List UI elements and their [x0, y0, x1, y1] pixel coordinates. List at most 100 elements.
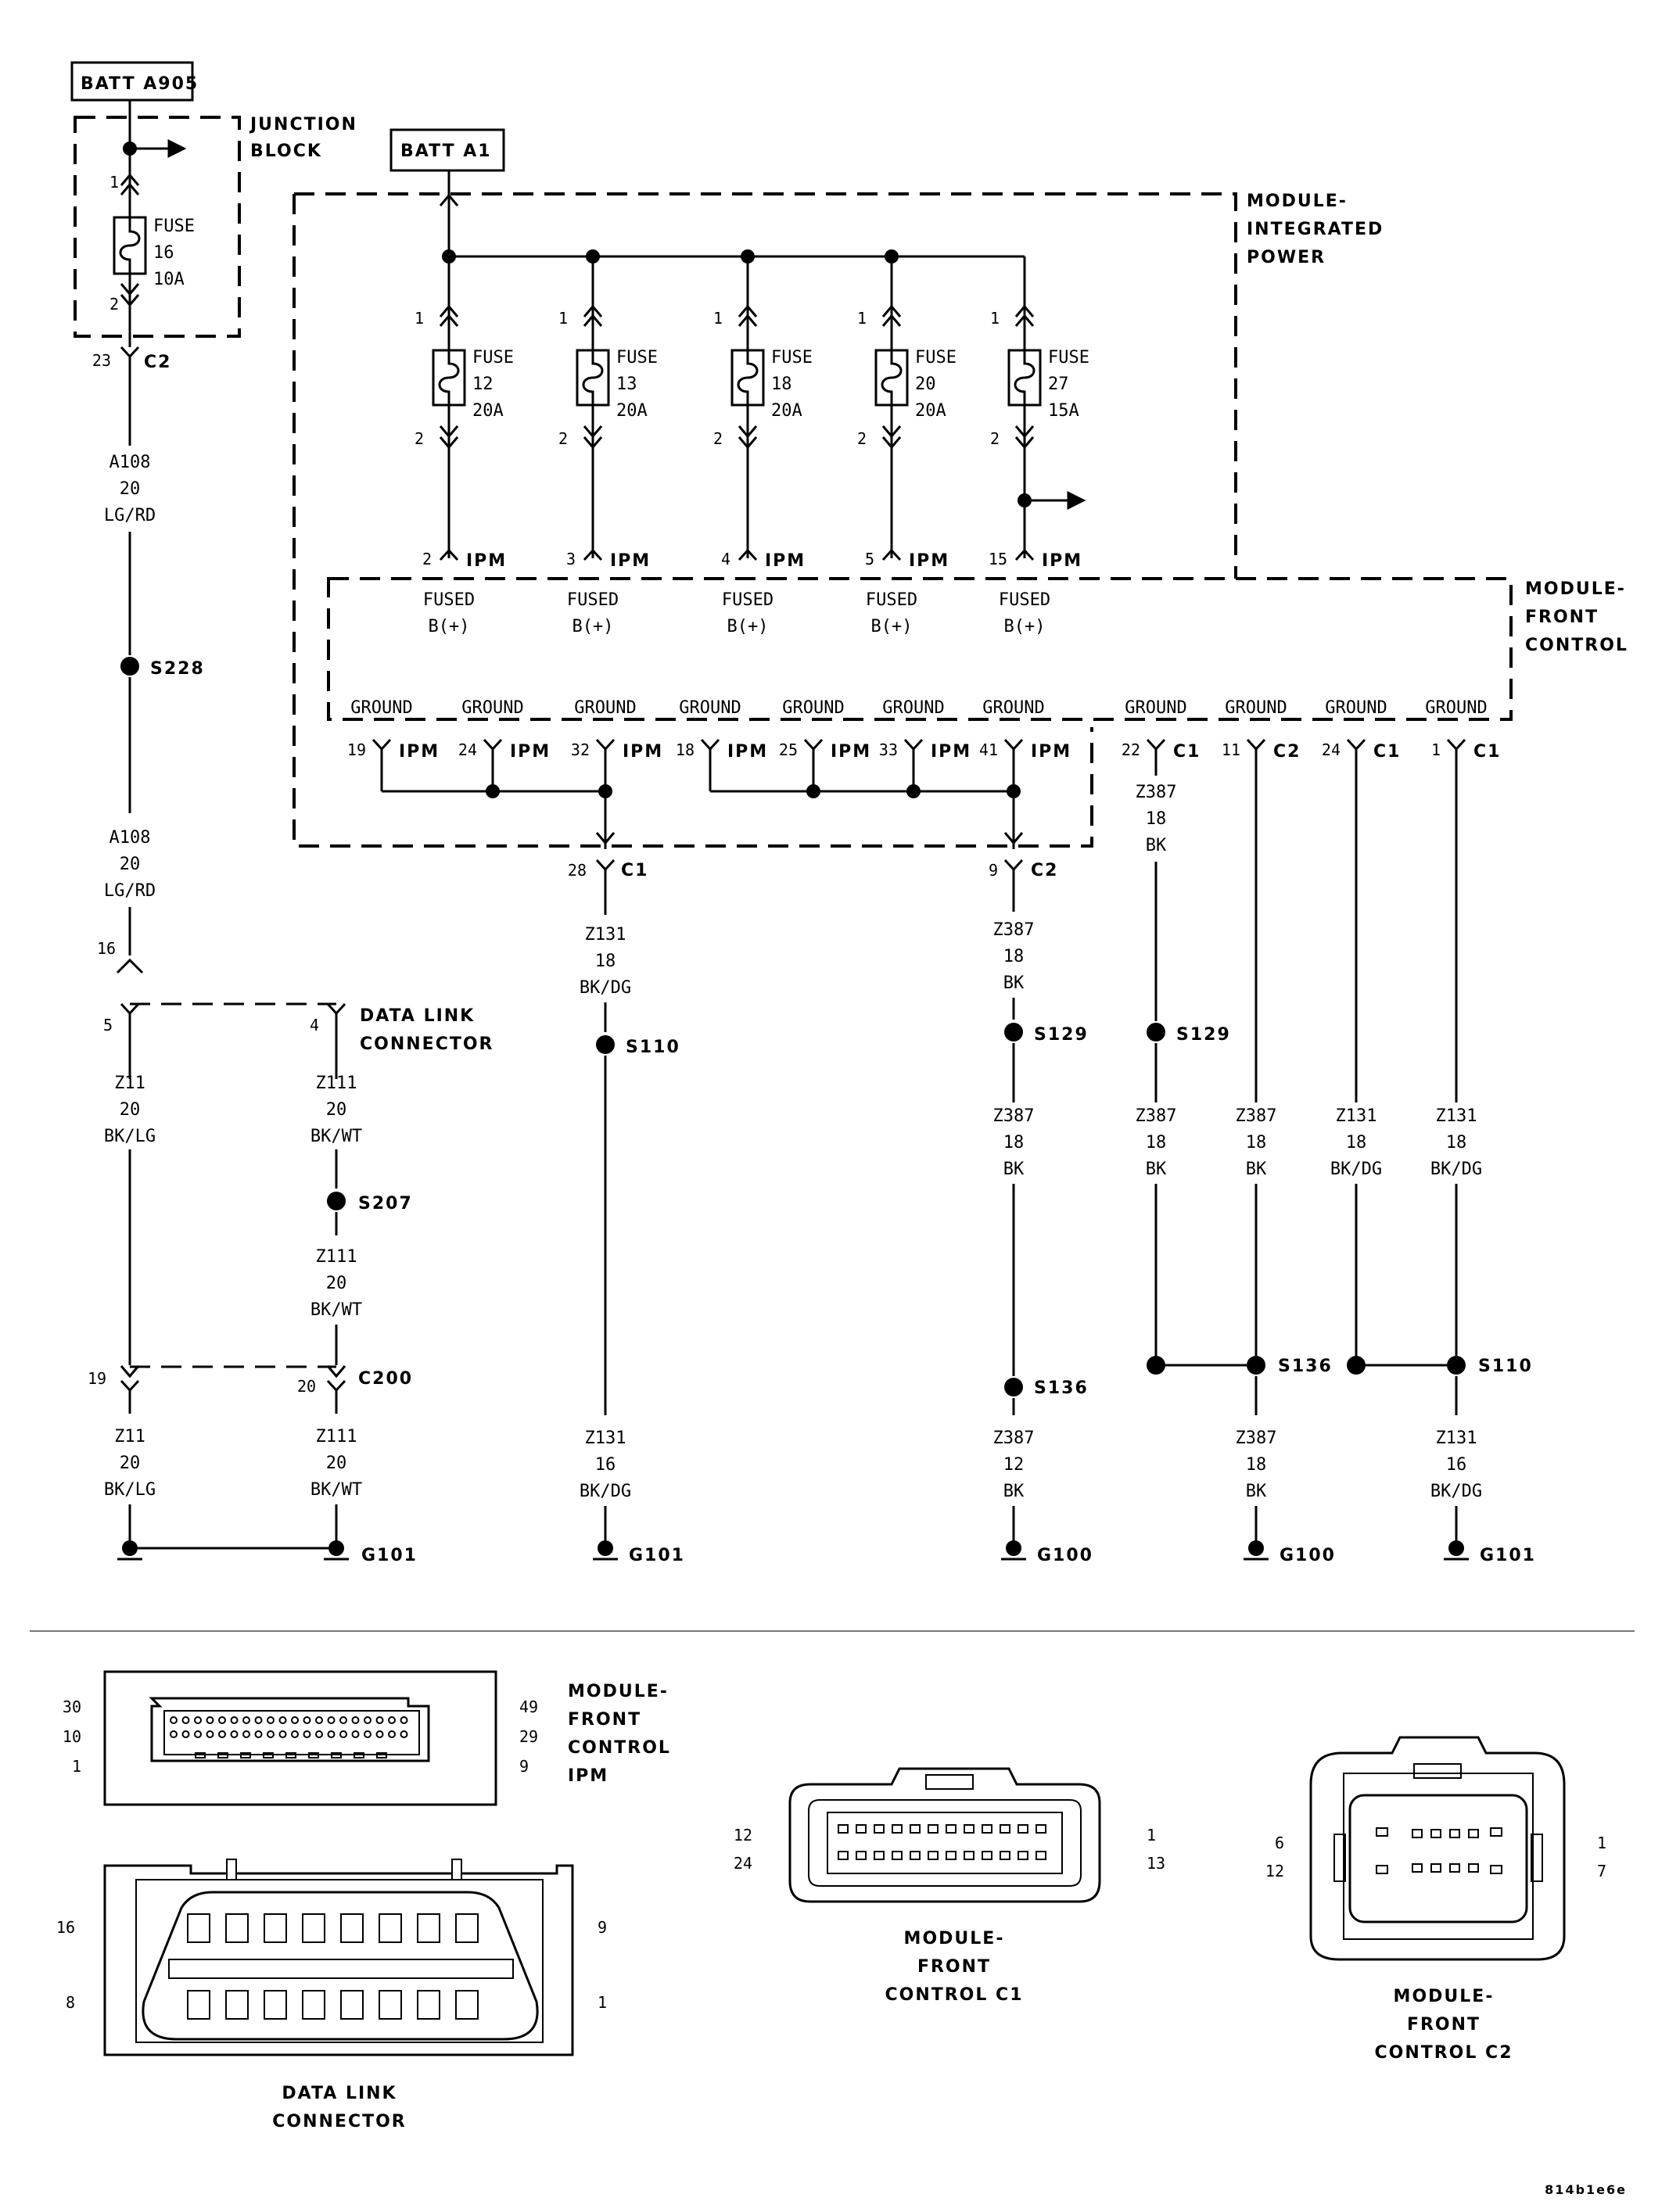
connector-pin-up	[120, 173, 140, 186]
wire-label: 18	[1346, 1133, 1367, 1153]
connector-pin-up	[439, 304, 459, 317]
ipm-pin	[181, 1730, 190, 1738]
mip-outline-left	[293, 194, 1093, 848]
wire-label: 18	[595, 952, 616, 971]
pin-number: 7	[1597, 1862, 1606, 1880]
connector-label: C200	[358, 1369, 413, 1389]
dlc-latch	[451, 1859, 462, 1880]
connector-label: IPM	[623, 742, 663, 762]
connector-label: IPM	[399, 742, 440, 762]
junction-block-label: BLOCK	[250, 142, 322, 161]
connector-label: C2	[144, 353, 171, 372]
c2-pin	[1412, 1863, 1423, 1873]
connector-pin	[738, 548, 758, 561]
c1-connector-title: FRONT	[917, 1957, 991, 1977]
splice-label: S110	[626, 1038, 680, 1057]
batt-a1-label: BATT A1	[400, 142, 492, 161]
connector-pin	[1014, 548, 1035, 561]
pin-number: 18	[676, 740, 695, 759]
dlc-pin	[187, 1990, 210, 2020]
wire-label: 20	[120, 855, 141, 874]
ipm-pin	[388, 1730, 396, 1738]
fused-label: B(+)	[727, 617, 769, 636]
c2-pin	[1490, 1827, 1502, 1837]
ipm-pin	[400, 1730, 408, 1738]
ipm-pin	[303, 1730, 311, 1738]
c2-key	[1333, 1834, 1346, 1882]
splice-label: S136	[1034, 1378, 1089, 1398]
wire-label: BK	[1146, 1160, 1167, 1179]
pin-number: 1	[1147, 1826, 1156, 1845]
connector-label: IPM	[831, 742, 871, 762]
dlc-divider	[168, 1959, 514, 1979]
ipm-pin	[291, 1716, 299, 1724]
c1-pin	[910, 1824, 921, 1834]
splice-s110	[1447, 1356, 1466, 1375]
fuse-pin-out: 2	[558, 429, 568, 448]
wire-label: BK	[1146, 836, 1167, 855]
ipm-pin	[170, 1716, 178, 1724]
connector-pin	[326, 1379, 346, 1393]
wire-label: LG/RD	[104, 881, 156, 901]
connector-pin-down	[120, 283, 140, 296]
splice-dot	[598, 784, 612, 798]
connector-pin-down	[738, 425, 758, 439]
ground-pin-label: GROUND	[461, 698, 523, 718]
wire-label: Z387	[1236, 1429, 1277, 1448]
pin-number: 4	[310, 1016, 319, 1034]
wire-label: 20	[326, 1274, 347, 1293]
c1-pin	[856, 1851, 867, 1860]
c1-face	[808, 1799, 1082, 1887]
c1-insert	[827, 1812, 1063, 1874]
wire-label: 20	[120, 479, 141, 499]
ipm-connector-frame	[103, 1670, 497, 1806]
connector-pin	[1346, 738, 1366, 751]
wire-label: Z111	[316, 1074, 357, 1093]
junction-block-label: JUNCTION	[249, 115, 357, 134]
ground-pin-label: GROUND	[982, 698, 1044, 718]
dlc-pin	[225, 1913, 249, 1943]
dlc-pin	[264, 1913, 287, 1943]
fuse-element	[1014, 350, 1035, 405]
connector-pin	[903, 738, 924, 751]
wire-label: 18	[1246, 1133, 1267, 1153]
c2-pin	[1430, 1863, 1441, 1873]
connector-pin	[439, 548, 459, 561]
wire-label: Z131	[1436, 1429, 1477, 1448]
c2-pin	[1490, 1865, 1502, 1874]
pin-number: 10	[63, 1727, 81, 1746]
ipm-pin	[303, 1716, 311, 1724]
junction-fuse-label: 16	[153, 243, 174, 263]
fuse-element	[119, 217, 141, 274]
wire-label: 16	[595, 1455, 616, 1475]
connector-pin	[583, 548, 603, 561]
wire-label: BK/DG	[580, 978, 631, 998]
junction-fuse-label: 10A	[153, 270, 185, 289]
splice-dot	[442, 249, 456, 264]
wire-label: 18	[1003, 1133, 1025, 1153]
c2-pin	[1430, 1829, 1441, 1838]
ipm-pin	[308, 1752, 319, 1758]
splice-label: S110	[1478, 1357, 1533, 1376]
splice-label: S228	[150, 659, 205, 679]
connector-label: C1	[1173, 742, 1201, 762]
connector-pin-up	[738, 304, 758, 317]
c1-pin	[838, 1824, 849, 1834]
ipm-pin	[315, 1730, 323, 1738]
wire-label: Z131	[1436, 1106, 1477, 1126]
pin-number: 16	[56, 1918, 75, 1937]
c1-pin	[964, 1824, 974, 1834]
connector-pin	[326, 1002, 346, 1016]
connector-pin	[120, 1002, 140, 1016]
pin-arrow	[595, 832, 616, 845]
splice-label: S136	[1278, 1357, 1333, 1376]
wire-label: Z111	[316, 1427, 357, 1447]
dlc-pin	[340, 1990, 364, 2020]
c2-face	[1343, 1773, 1534, 1940]
connector-pin-up	[738, 314, 758, 327]
wire-label: Z131	[1336, 1106, 1377, 1126]
junction-block-outline	[74, 116, 241, 338]
wire-label: 16	[1446, 1455, 1467, 1475]
connector-label: IPM	[931, 742, 971, 762]
